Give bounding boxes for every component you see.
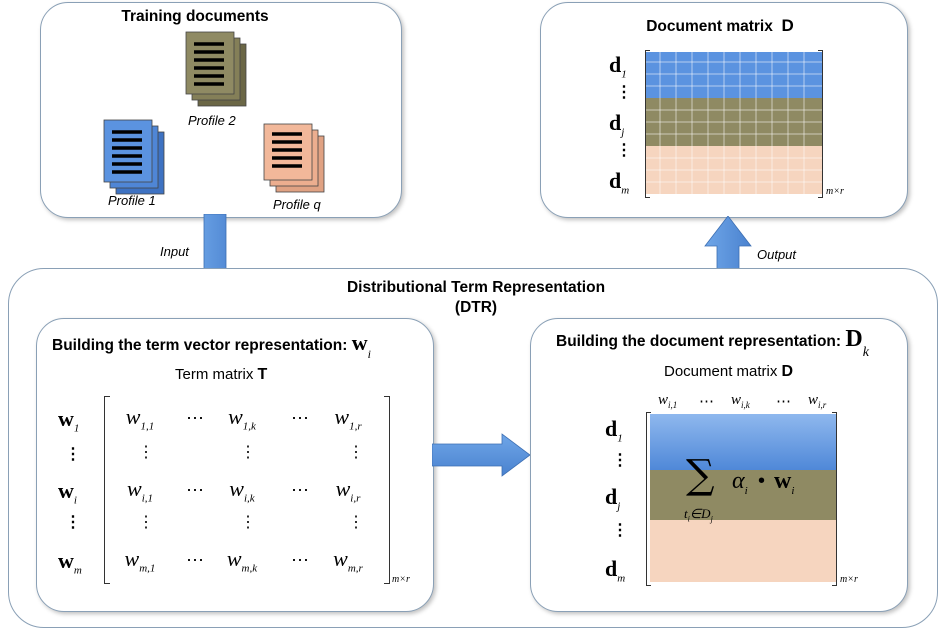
term-cell-1-1: w1,1 [125, 404, 155, 433]
term-matrix-left-bracket [104, 396, 110, 584]
doc-col-hdots-2: ⋯ [776, 393, 791, 410]
profile-q-label: Profile q [273, 197, 321, 212]
term-vdots-colr-b: ⋮ [348, 514, 364, 531]
term-cell-i-k: wi,k [229, 476, 255, 505]
top-document-matrix-grid [646, 52, 822, 194]
term-hdots-ma: ⋯ [186, 550, 204, 570]
doc-col-hdots-1: ⋯ [699, 393, 714, 410]
top-row-label-d1: d1 [609, 52, 627, 81]
summation-formula: ∑ αi • wi ti∈Dj [680, 452, 820, 528]
document-representation-title: Building the document representation: Dk [556, 326, 869, 360]
doc-row-label-dj: dj [605, 484, 621, 513]
term-hdots-1b: ⋯ [291, 408, 309, 428]
profile-1-label: Profile 1 [108, 193, 156, 208]
doc-matrix-title: Document matrix D [664, 363, 794, 380]
doc-row-vdots-2: ⋮ [612, 522, 628, 539]
top-row-label-dj: dj [609, 110, 625, 139]
term-matrix-dimension: m×r [392, 574, 410, 585]
doc-col-label-k: wi,k [731, 392, 750, 410]
doc-row-label-d1: d1 [605, 416, 623, 445]
profile-2-label: Profile 2 [188, 113, 236, 128]
profile-1-doc-icon [103, 119, 165, 195]
doc-col-label-r: wi,r [808, 392, 827, 410]
summation-index: ti∈Dj [684, 506, 713, 524]
term-matrix-right-bracket [384, 396, 390, 584]
term-cell-i-1: wi,1 [127, 476, 153, 505]
term-hdots-ib: ⋯ [291, 480, 309, 500]
term-hdots-ia: ⋯ [186, 480, 204, 500]
profile-2-doc-icon [185, 31, 247, 107]
term-hdots-1a: ⋯ [186, 408, 204, 428]
profile-q-doc-icon [263, 123, 325, 193]
alpha-symbol: αi [732, 468, 748, 497]
output-label: Output [757, 247, 797, 262]
top-row-vdots-1: ⋮ [616, 84, 632, 101]
doc-matrix-right-bracket [832, 412, 837, 586]
right-arrow-icon [432, 433, 531, 477]
term-row-label-w1: w1 [58, 406, 80, 435]
doc-matrix-dimension: m×r [840, 574, 858, 585]
w-vector-symbol: wi [774, 468, 795, 497]
input-label: Input [160, 244, 189, 259]
training-docs-illustration [103, 31, 325, 195]
term-cell-1-r: w1,r [334, 404, 362, 433]
term-vdots-col1-b: ⋮ [138, 514, 154, 531]
term-row-vdots-1: ⋮ [65, 446, 81, 463]
term-vector-box [36, 318, 434, 612]
term-matrix-title: Term matrix T [175, 366, 268, 383]
top-matrix-right-bracket [818, 50, 823, 198]
top-row-vdots-2: ⋮ [616, 142, 632, 159]
term-vdots-colk-a: ⋮ [240, 444, 256, 461]
doc-matrix-left-bracket [646, 412, 651, 586]
term-vdots-col1-a: ⋮ [138, 444, 154, 461]
term-row-label-wm: wm [58, 548, 82, 577]
doc-matrix-fill [650, 414, 836, 582]
term-vector-title: Building the term vector representation:… [52, 330, 371, 361]
term-cell-m-k: wm,k [226, 546, 258, 575]
term-cell-m-1: wm,1 [124, 546, 156, 575]
doc-row-vdots-1: ⋮ [612, 452, 628, 469]
term-row-vdots-2: ⋮ [65, 514, 81, 531]
sigma-symbol: ∑ [686, 452, 715, 498]
term-hdots-mb: ⋯ [291, 550, 309, 570]
top-row-label-dm: dm [609, 168, 630, 197]
top-matrix-dimension: m×r [826, 186, 844, 197]
dot-operator: • [758, 470, 766, 492]
term-cell-i-r: wi,r [335, 476, 361, 505]
doc-row-label-dm: dm [605, 556, 626, 585]
term-vdots-colk-b: ⋮ [240, 514, 256, 531]
dtr-title: Distributional Term Representation (DTR) [346, 279, 606, 316]
doc-col-label-1: wi,1 [658, 392, 678, 410]
document-matrix-title: Document matrix D [646, 16, 794, 35]
term-cell-m-r: wm,r [333, 546, 363, 575]
term-vdots-colr-a: ⋮ [348, 444, 364, 461]
top-matrix-left-bracket [645, 50, 650, 198]
term-cell-1-k: w1,k [228, 404, 256, 433]
term-row-label-wi: wi [58, 478, 77, 507]
training-documents-title: Training documents [121, 8, 269, 25]
